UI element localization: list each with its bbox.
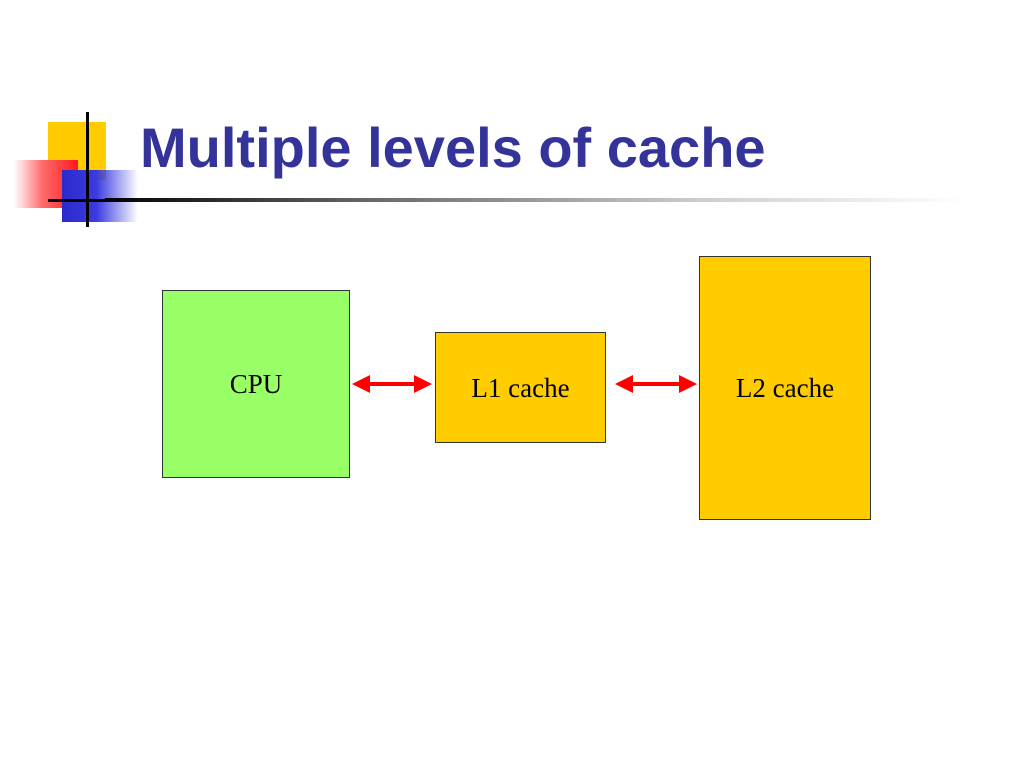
logo-vertical-line bbox=[86, 112, 89, 227]
arrow-l1-l2 bbox=[615, 375, 697, 393]
arrow-cpu-l1 bbox=[352, 375, 432, 393]
cpu-box: CPU bbox=[162, 290, 350, 478]
l1-cache-box: L1 cache bbox=[435, 332, 606, 443]
l1-cache-label: L1 cache bbox=[471, 373, 570, 403]
l2-cache-box: L2 cache bbox=[699, 256, 871, 520]
title-underline bbox=[105, 198, 965, 202]
l2-cache-label: L2 cache bbox=[735, 373, 835, 403]
logo-horizontal-line bbox=[48, 199, 118, 202]
cpu-label: CPU bbox=[229, 369, 283, 399]
slide-title: Multiple levels of cache bbox=[140, 116, 766, 179]
logo-blue-square bbox=[62, 170, 138, 222]
slide-logo bbox=[0, 100, 140, 230]
